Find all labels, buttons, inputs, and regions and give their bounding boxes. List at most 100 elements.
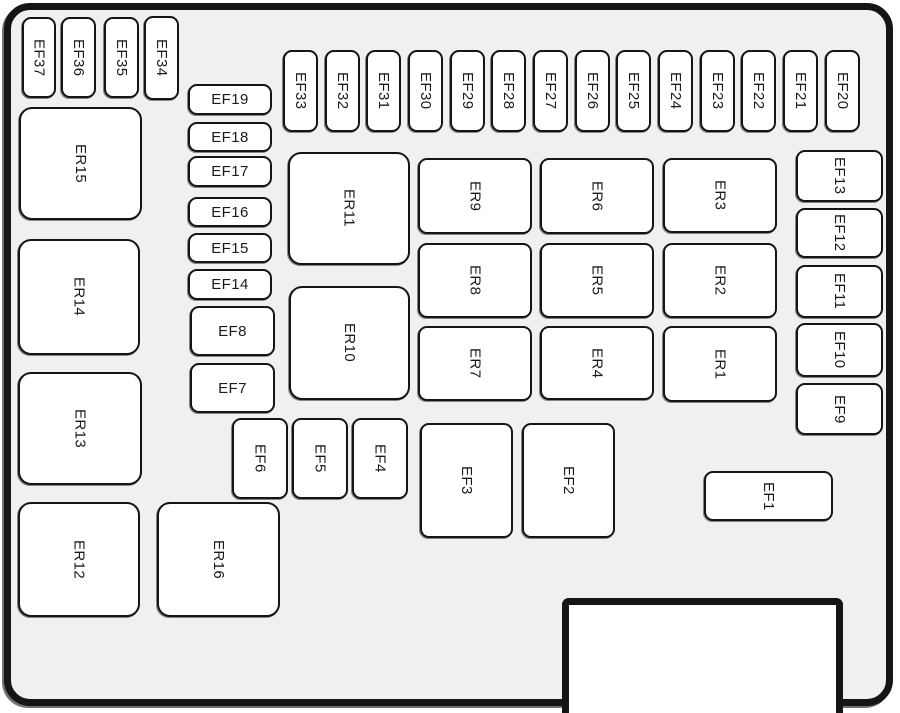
relay-label-er5: ER5 (588, 265, 606, 296)
fuse-label-ef30: EF30 (417, 72, 434, 110)
fuse-ef15: EF15 (188, 233, 272, 263)
fuse-ef34: EF34 (144, 16, 179, 100)
relay-label-er16: ER16 (210, 539, 227, 580)
fuse-ef10: EF10 (796, 323, 883, 377)
relay-label-er9: ER9 (466, 180, 484, 212)
fuse-label-ef18: EF18 (211, 128, 249, 146)
fuse-ef25: EF25 (616, 50, 651, 132)
fuse-ef37: EF37 (22, 17, 56, 98)
fuse-label-ef25: EF25 (625, 72, 642, 110)
fuse-label-ef15: EF15 (211, 239, 249, 257)
fuse-label-ef5: EF5 (311, 444, 329, 473)
fuse-label-ef8: EF8 (218, 322, 247, 340)
fuse-ef27: EF27 (533, 50, 568, 132)
fuse-label-ef31: EF31 (375, 72, 392, 110)
fuse-ef13: EF13 (796, 150, 883, 202)
relay-er13: ER13 (18, 372, 142, 485)
fuse-label-ef19: EF19 (211, 91, 249, 108)
fuse-label-ef6: EF6 (251, 444, 269, 473)
fuse-ef5: EF5 (292, 418, 348, 499)
relay-label-er11: ER11 (340, 189, 358, 228)
fuse-ef36: EF36 (61, 17, 96, 98)
fuse-label-ef16: EF16 (211, 203, 249, 221)
fuse-ef20: EF20 (825, 50, 860, 132)
fuse-ef23: EF23 (700, 50, 735, 132)
fuse-label-ef10: EF10 (831, 331, 848, 369)
relay-label-er4: ER4 (588, 347, 606, 379)
fuse-label-ef12: EF12 (831, 214, 848, 252)
fuse-label-ef3: EF3 (458, 466, 475, 495)
fuse-label-ef9: EF9 (831, 394, 848, 424)
relay-er7: ER7 (418, 326, 532, 401)
fuse-label-ef32: EF32 (334, 72, 351, 110)
fuse-ef14: EF14 (188, 269, 272, 300)
fuse-label-ef14: EF14 (211, 276, 249, 293)
fuse-label-ef20: EF20 (834, 72, 851, 110)
fuse-label-ef27: EF27 (542, 72, 559, 110)
fuse-ef19: EF19 (188, 84, 272, 115)
fuse-label-ef21: EF21 (792, 72, 809, 110)
relay-label-er13: ER13 (71, 408, 89, 449)
fuse-ef6: EF6 (232, 418, 288, 499)
fuse-ef1: EF1 (704, 471, 833, 521)
relay-er1: ER1 (663, 326, 777, 402)
relay-label-er10: ER10 (341, 323, 358, 363)
fuse-ef3: EF3 (420, 423, 513, 538)
fuse-label-ef7: EF7 (218, 379, 247, 397)
fuse-label-ef36: EF36 (70, 38, 87, 77)
relay-label-er6: ER6 (588, 180, 606, 212)
fuse-ef30: EF30 (408, 50, 443, 132)
fuse-ef17: EF17 (188, 156, 272, 187)
fuse-ef31: EF31 (366, 50, 401, 132)
relay-er10: ER10 (289, 286, 410, 400)
fuse-ef9: EF9 (796, 383, 883, 435)
relay-label-er3: ER3 (711, 180, 729, 211)
fuse-ef8: EF8 (190, 306, 275, 356)
relay-er6: ER6 (540, 158, 654, 234)
fuse-label-ef17: EF17 (211, 163, 249, 180)
relay-label-er2: ER2 (711, 265, 729, 296)
relay-er16: ER16 (157, 502, 280, 617)
fuse-ef18: EF18 (188, 122, 272, 152)
relay-er12: ER12 (18, 502, 140, 617)
fuse-ef26: EF26 (575, 50, 610, 132)
relay-label-er8: ER8 (466, 265, 484, 296)
relay-er11: ER11 (288, 152, 410, 265)
fuse-label-ef35: EF35 (113, 38, 130, 77)
relay-er8: ER8 (418, 243, 532, 318)
fuse-ef16: EF16 (188, 197, 272, 227)
relay-label-er1: ER1 (711, 348, 729, 380)
relay-er9: ER9 (418, 158, 532, 234)
relay-er2: ER2 (663, 243, 777, 318)
fuse-label-ef33: EF33 (292, 72, 309, 110)
fuse-label-ef13: EF13 (831, 157, 848, 195)
fuse-ef7: EF7 (190, 363, 275, 413)
fuse-label-ef34: EF34 (153, 39, 170, 77)
fuse-ef32: EF32 (325, 50, 360, 132)
relay-label-er15: ER15 (72, 143, 89, 184)
relay-er4: ER4 (540, 326, 654, 400)
fuse-label-ef2: EF2 (560, 466, 577, 495)
fuse-ef35: EF35 (104, 17, 139, 98)
fuse-label-ef26: EF26 (584, 72, 601, 110)
fuse-ef21: EF21 (783, 50, 818, 132)
fuse-label-ef28: EF28 (500, 72, 517, 110)
fuse-ef2: EF2 (522, 423, 615, 538)
fuse-ef29: EF29 (450, 50, 485, 132)
fuse-ef12: EF12 (796, 208, 883, 258)
fuse-label-ef24: EF24 (667, 72, 684, 110)
relay-er3: ER3 (663, 158, 777, 233)
relay-label-er7: ER7 (466, 348, 484, 379)
relay-er14: ER14 (18, 239, 140, 355)
fuse-ef24: EF24 (658, 50, 693, 132)
relay-label-er14: ER14 (70, 277, 88, 317)
fuse-label-ef37: EF37 (30, 38, 48, 77)
fuse-ef33: EF33 (283, 50, 318, 132)
fuse-ef22: EF22 (741, 50, 776, 132)
fuse-label-ef22: EF22 (750, 72, 767, 110)
relay-label-er12: ER12 (70, 539, 88, 580)
relay-er15: ER15 (19, 107, 142, 220)
fuse-ef4: EF4 (352, 418, 408, 499)
fuse-label-ef23: EF23 (709, 72, 726, 110)
